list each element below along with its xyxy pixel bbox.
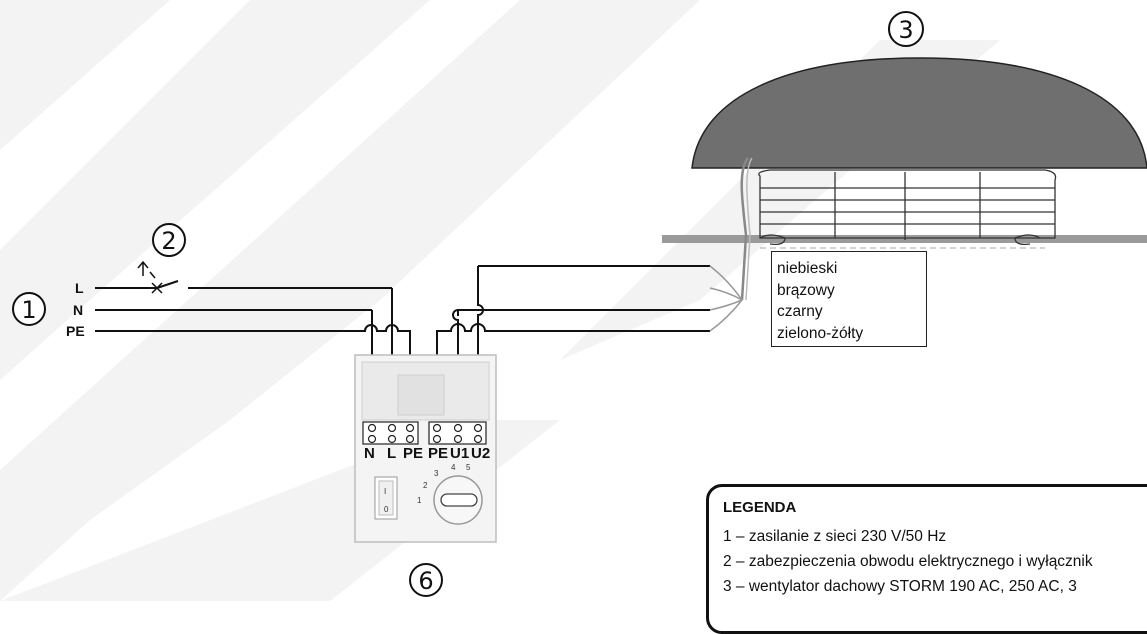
- speed-dial: 1 2 3 4 5: [417, 463, 483, 525]
- terminal-block-input: [362, 421, 419, 445]
- callout-1-label: 1: [21, 296, 36, 324]
- fan-grille: [758, 169, 1057, 246]
- supply-label-n: N: [73, 302, 83, 318]
- dial-step-2: 2: [423, 481, 428, 490]
- callout-6-label: 6: [418, 567, 433, 595]
- terminal-label-pe-out: PE: [428, 445, 448, 462]
- legend-box: LEGENDA 1 – zasilanie z sieci 230 V/50 H…: [706, 484, 1147, 634]
- switch-off-label: 0: [384, 505, 389, 514]
- dial-step-4: 4: [451, 463, 456, 472]
- callout-3: 3: [888, 11, 924, 47]
- supply-label-pe: PE: [66, 323, 85, 339]
- terminal-label-u1: U1: [450, 445, 469, 462]
- legend-title: LEGENDA: [723, 499, 797, 516]
- breaker-symbol: [137, 260, 163, 294]
- wire-color-key: niebieski brązowy czarny zielono-żółty: [771, 251, 927, 347]
- speed-controller: N L PE PE U1 U2 I 0 1 2 3 4 5: [354, 354, 497, 543]
- supply-label-l: L: [75, 280, 84, 296]
- legend-item: 1 – zasilanie z sieci 230 V/50 Hz: [723, 528, 947, 545]
- legend-item: 3 – wentylator dachowy STORM 190 AC, 250…: [723, 578, 1077, 595]
- roof-fan: [662, 57, 1147, 301]
- callout-2-label: 2: [161, 227, 176, 255]
- terminal-label-u2: U2: [471, 445, 490, 462]
- wire-color-black: czarny: [777, 303, 823, 320]
- wire-color-green-yellow: zielono-żółty: [777, 324, 864, 342]
- fan-cover: [691, 57, 1147, 169]
- terminal-label-l: L: [387, 445, 396, 462]
- dial-step-1: 1: [417, 496, 422, 505]
- callout-3-label: 3: [898, 16, 913, 44]
- power-switch: I 0: [374, 476, 398, 520]
- wiring-diagram: N L PE PE U1 U2 I 0 1 2 3 4 5 L N PE 1 2: [0, 0, 1147, 601]
- terminal-label-n: N: [364, 445, 375, 462]
- dial-step-3: 3: [434, 469, 439, 478]
- wire-color-brown: brązowy: [777, 281, 835, 299]
- callout-6: 6: [409, 563, 443, 597]
- callout-2: 2: [152, 223, 186, 257]
- terminal-block-output: [428, 421, 487, 445]
- terminal-label-pe-in: PE: [403, 445, 423, 462]
- legend-item: 2 – zabezpieczenia obwodu elektrycznego …: [723, 553, 1093, 570]
- switch-on-label: I: [384, 487, 386, 496]
- wire-color-blue: niebieski: [777, 260, 838, 277]
- dial-step-5: 5: [466, 463, 471, 472]
- callout-1: 1: [12, 292, 46, 326]
